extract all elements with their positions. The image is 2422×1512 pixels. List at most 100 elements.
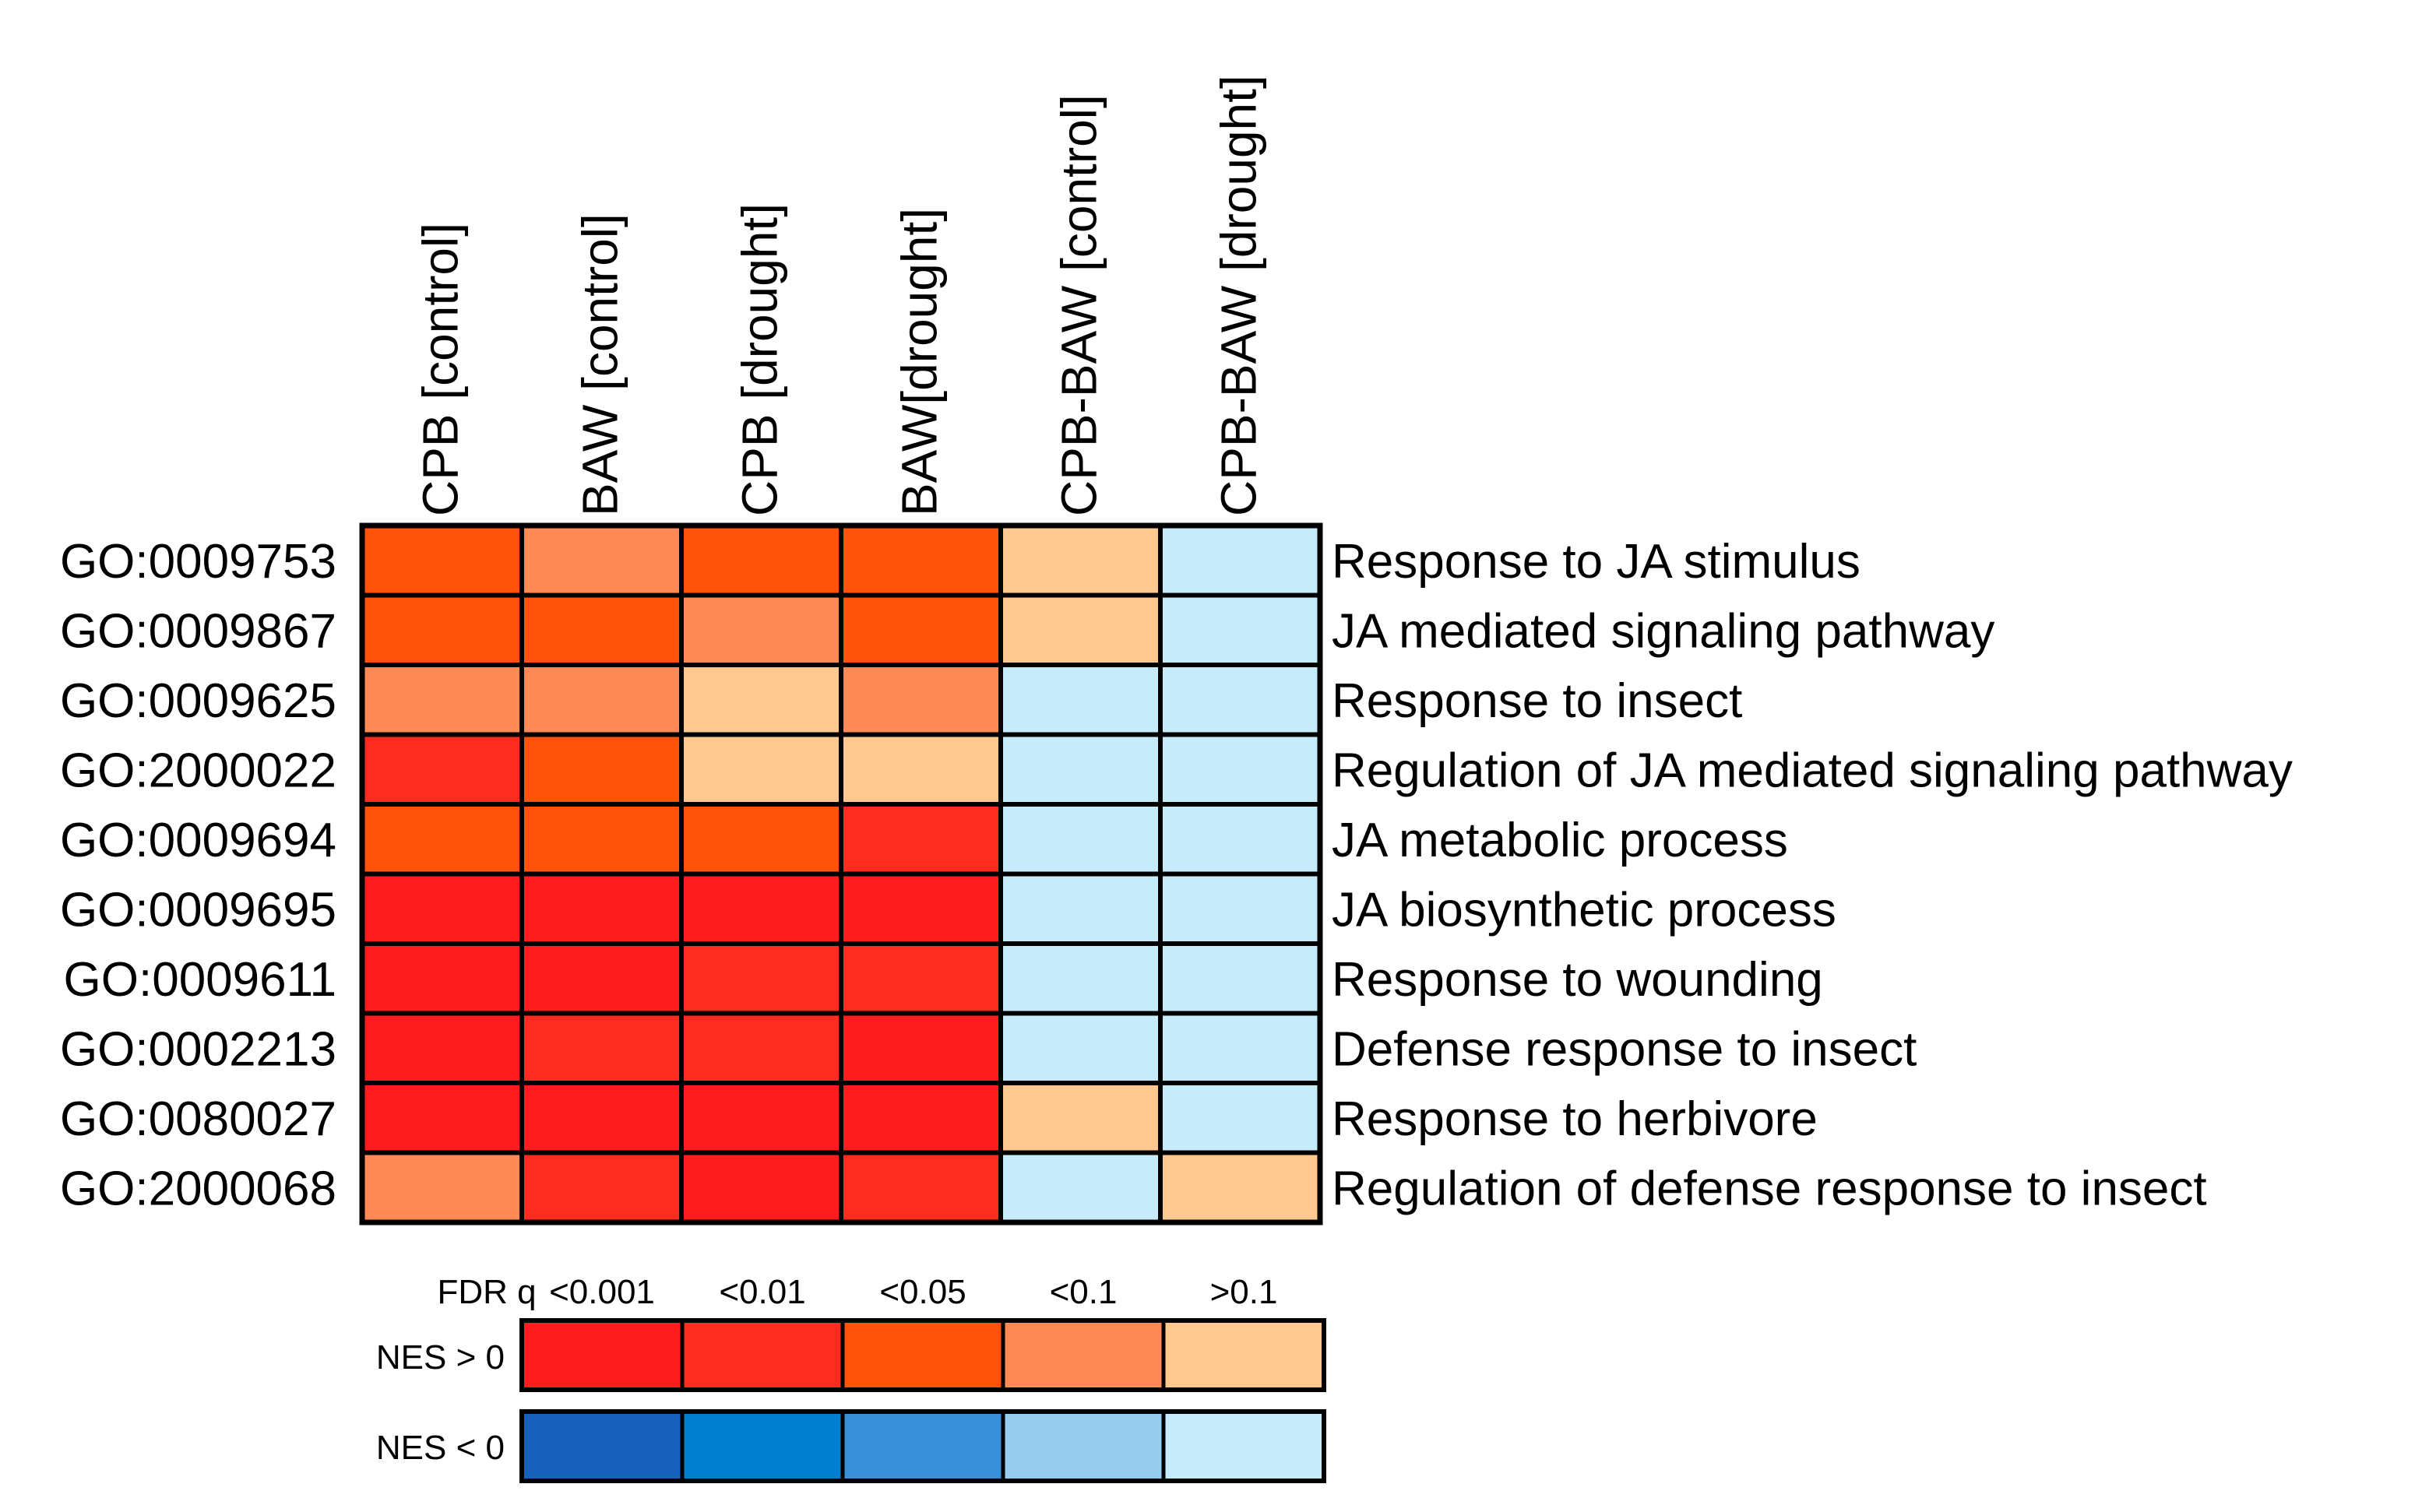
row-go-id: GO:0002213	[60, 1022, 336, 1076]
heatmap-cell	[360, 663, 524, 737]
row-go-term: Response to wounding	[1332, 953, 1823, 1007]
legend-negative-swatch	[519, 1409, 685, 1483]
row-go-id: GO:0009753	[60, 535, 336, 589]
column-label: BAW[drought]	[892, 208, 948, 516]
heatmap-cell	[998, 592, 1163, 667]
heatmap-cell	[839, 1011, 1003, 1085]
heatmap-cell	[679, 523, 843, 598]
heatmap-cell	[360, 802, 524, 877]
row-go-ids: GO:0009753GO:0009867GO:0009625GO:2000022…	[60, 535, 336, 1216]
heatmap-cell	[998, 802, 1163, 877]
legend-level-label: <0.05	[879, 1273, 966, 1311]
heatmap-cell	[519, 871, 684, 946]
legend-header-label: FDR q	[437, 1273, 536, 1311]
heatmap-cell	[679, 1081, 843, 1155]
legend-negative-swatches	[519, 1409, 1326, 1483]
heatmap-cell	[519, 1150, 684, 1225]
heatmap-cell	[998, 1011, 1163, 1085]
column-labels: CPB [control] BAW [control] CPB [drought] B…	[413, 75, 1267, 516]
legend-positive-swatch	[1161, 1318, 1326, 1392]
heatmap-cell	[839, 871, 1003, 946]
legend-positive-label: NES > 0	[376, 1338, 505, 1377]
heatmap-cell	[360, 732, 524, 807]
heatmap-cell	[1158, 732, 1322, 807]
column-label: CPB-BAW [control]	[1051, 94, 1107, 516]
heatmap-cell	[1158, 1150, 1322, 1225]
row-go-term: Response to herbivore	[1332, 1092, 1818, 1146]
heatmap-cell	[679, 1150, 843, 1225]
heatmap-cell	[1158, 941, 1322, 1016]
heatmap-cell	[519, 732, 684, 807]
legend-negative-label: NES < 0	[376, 1429, 505, 1467]
legend-positive-swatch	[840, 1318, 1005, 1392]
legend-positive-swatch-border	[519, 1318, 1326, 1392]
heatmap-cell	[1158, 523, 1322, 598]
legend-level-label: <0.1	[1050, 1273, 1118, 1311]
legend-level-labels: <0.001 <0.01 <0.05 <0.1 >0.1	[549, 1273, 1277, 1311]
legend-level-label: >0.1	[1210, 1273, 1278, 1311]
heatmap-cell	[360, 523, 524, 598]
heatmap-cell	[1158, 663, 1322, 737]
row-go-id: GO:0080027	[60, 1092, 336, 1146]
row-go-term: JA mediated signaling pathway	[1332, 604, 1994, 658]
legend-negative-swatch	[680, 1409, 845, 1483]
heatmap-cells	[359, 522, 1323, 1225]
heatmap-cell	[360, 1081, 524, 1155]
row-go-term: Regulation of JA mediated signaling path…	[1332, 744, 2293, 797]
fdr-legend: FDR q NES > 0 NES < 0 <0.001<0.01<0.05<0…	[376, 1273, 1326, 1483]
heatmap-cell	[679, 663, 843, 737]
row-go-term: JA metabolic process	[1332, 814, 1788, 867]
heatmap-cell	[679, 871, 843, 946]
heatmap-border	[359, 522, 1323, 1225]
heatmap-cell	[519, 1081, 684, 1155]
row-go-id: GO:2000022	[60, 744, 336, 797]
heatmap-cell	[679, 802, 843, 877]
row-go-id: GO:2000068	[60, 1162, 336, 1215]
heatmap-cell	[839, 941, 1003, 1016]
row-go-id: GO:0009694	[60, 814, 336, 867]
row-go-term: Regulation of defense response to insect	[1332, 1162, 2207, 1215]
heatmap-cell	[1158, 592, 1322, 667]
row-go-term: JA biosynthetic process	[1332, 883, 1836, 937]
column-label: CPB [drought]	[732, 203, 788, 516]
legend-positive-swatch	[519, 1318, 685, 1392]
heatmap-cell	[679, 941, 843, 1016]
heatmap-cell	[998, 523, 1163, 598]
legend-negative-swatch-border	[519, 1409, 1326, 1483]
heatmap-cell	[519, 802, 684, 877]
legend-positive-swatch	[1001, 1318, 1166, 1392]
heatmap-cell	[839, 1150, 1003, 1225]
row-go-id: GO:0009867	[60, 604, 336, 658]
heatmap-cell	[998, 663, 1163, 737]
row-go-id: GO:0009695	[60, 883, 336, 937]
heatmap-cell	[519, 663, 684, 737]
heatmap-cell	[839, 663, 1003, 737]
column-label: CPB [control]	[413, 223, 469, 516]
heatmap-cell	[839, 732, 1003, 807]
heatmap-cell	[519, 523, 684, 598]
heatmap-cell	[839, 802, 1003, 877]
heatmap-cell	[519, 592, 684, 667]
legend-positive-swatch	[680, 1318, 845, 1392]
heatmap-cell	[360, 941, 524, 1016]
row-go-term: Response to insect	[1332, 674, 1742, 728]
column-label: BAW [control]	[572, 213, 628, 516]
heatmap-cell	[998, 1150, 1163, 1225]
heatmap-cell	[1158, 1081, 1322, 1155]
heatmap-cell	[519, 1011, 684, 1085]
heatmap-cell	[1158, 1011, 1322, 1085]
heatmap-cell	[360, 871, 524, 946]
legend-level-label: <0.01	[719, 1273, 805, 1311]
row-go-term: Response to JA stimulus	[1332, 535, 1861, 589]
heatmap-cell	[360, 1150, 524, 1225]
heatmap-cell	[1158, 802, 1322, 877]
heatmap-cell	[839, 523, 1003, 598]
heatmap-cell	[679, 1011, 843, 1085]
legend-positive-swatches	[519, 1318, 1326, 1392]
heatmap-cell	[360, 1011, 524, 1085]
row-go-terms: Response to JA stimulus JA mediated signa…	[1332, 535, 2293, 1216]
legend-negative-swatch	[1001, 1409, 1166, 1483]
legend-negative-swatch	[840, 1409, 1005, 1483]
legend-level-label: <0.001	[549, 1273, 655, 1311]
